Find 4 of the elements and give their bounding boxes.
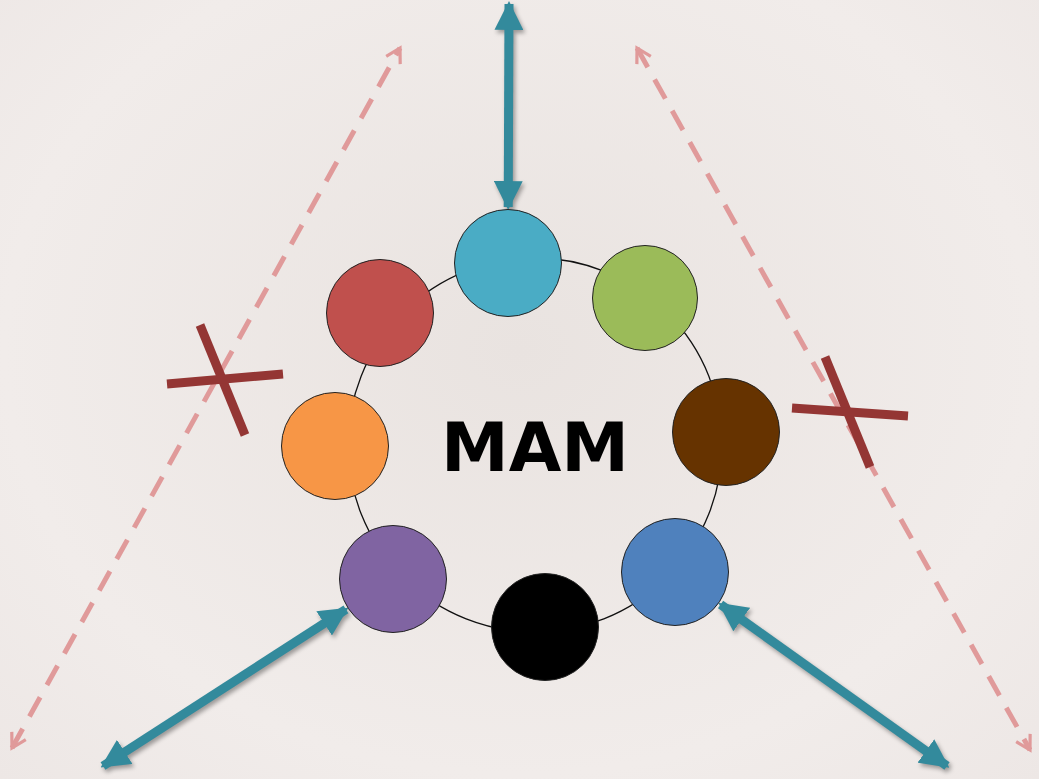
double-arrow: [493, 1, 524, 210]
double-arrow: [100, 605, 349, 770]
double-arrow: [718, 600, 950, 770]
center-label: MAM: [441, 408, 629, 487]
